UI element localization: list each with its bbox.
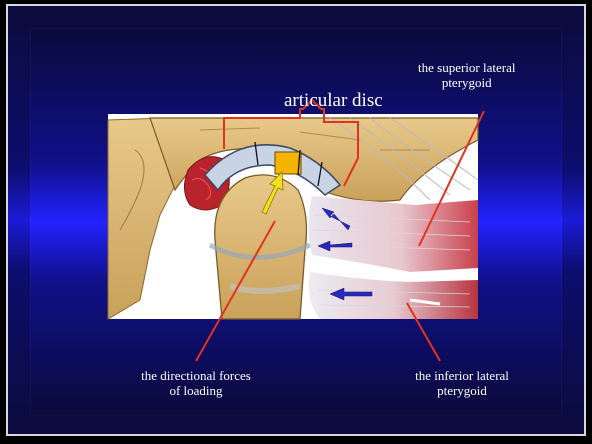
inferior-lateral-line1: the inferior lateral <box>402 369 522 384</box>
directional-forces-line2: of loading <box>128 384 264 399</box>
directional-forces-line1: the directional forces <box>128 369 264 384</box>
inferior-lateral-pterygoid-label: the inferior lateral pterygoid <box>402 369 522 399</box>
disc-highlight <box>275 152 301 174</box>
articular-disc-label: articular disc <box>284 90 383 112</box>
superior-lateral-line1: the superior lateral <box>418 61 515 76</box>
superior-lateral-pterygoid-label: the superior lateral pterygoid <box>418 61 515 91</box>
directional-forces-label: the directional forces of loading <box>128 369 264 399</box>
inferior-lateral-line2: pterygoid <box>402 384 522 399</box>
superior-lateral-line2: pterygoid <box>418 76 515 91</box>
